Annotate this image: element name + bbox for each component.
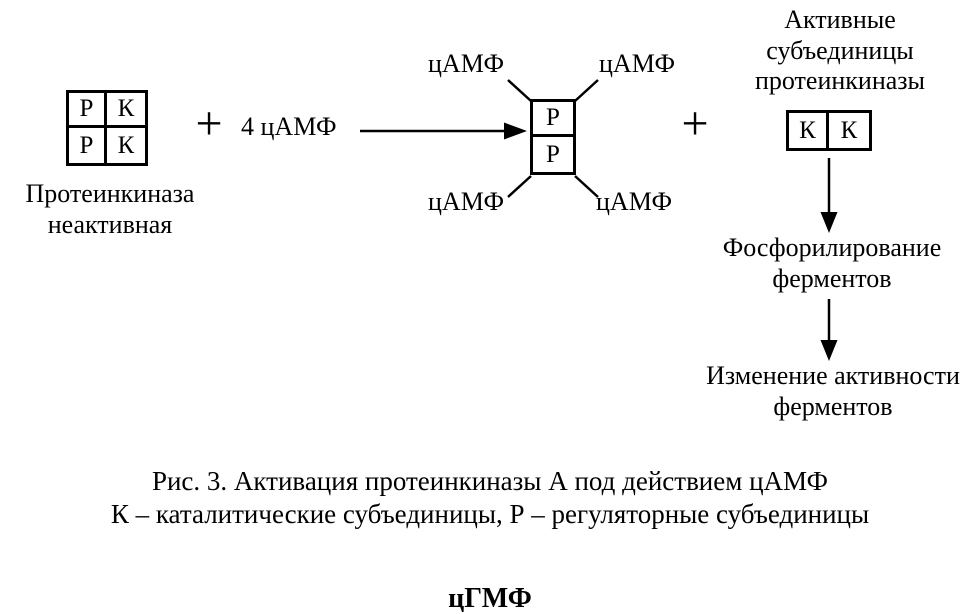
catalytic-cell-k1: К — [789, 113, 829, 148]
camp-label-top-right: цАМФ — [599, 49, 676, 78]
regulatory-complex-box: Р Р — [530, 99, 576, 175]
plus-sign-2: + — [681, 97, 709, 150]
catalytic-cell-k2: К — [829, 113, 869, 148]
figure-caption-line1: Рис. 3. Активация протеинкиназы А под де… — [151, 466, 829, 496]
bond-line-top-left — [507, 79, 532, 102]
arrow-down-phosphorylation — [820, 158, 838, 233]
subunit-cell-k1: К — [107, 93, 145, 128]
inactive-kinase-box: Р К Р К — [66, 90, 148, 166]
bond-line-top-right — [574, 79, 599, 102]
figure-caption-line2: К – каталитические субъединицы, Р – регу… — [110, 499, 870, 529]
inactive-kinase-label: Протеинкиназа неактивная — [25, 179, 195, 239]
camp-label-bottom-left: цАМФ — [428, 187, 505, 216]
plus-sign-1: + — [195, 97, 223, 150]
arrow-down-activity-change — [820, 299, 838, 361]
camp-label-bottom-right: цАМФ — [596, 187, 673, 216]
activity-change-label: Изменение активности ферментов — [706, 361, 960, 421]
subunit-cell-r1: Р — [69, 93, 107, 128]
phosphorylation-label: Фосфорилирование ферментов — [722, 233, 942, 293]
bond-line-bottom-right — [574, 175, 599, 198]
active-subunits-label: Активные субъединицы протеинкиназы — [754, 5, 926, 96]
bond-line-bottom-left — [507, 175, 532, 198]
camp-reactant-label: 4 цАМФ — [241, 112, 337, 141]
camp-label-top-left: цАМФ — [428, 49, 505, 78]
subunit-cell-k2: К — [107, 128, 145, 163]
regulatory-cell-r2: Р — [533, 137, 573, 172]
subunit-cell-r2: Р — [69, 128, 107, 163]
arrow-right — [360, 122, 527, 140]
catalytic-subunits-box: К К — [786, 110, 872, 151]
next-section-heading: цГМФ — [448, 583, 532, 614]
regulatory-cell-r1: Р — [533, 102, 573, 137]
